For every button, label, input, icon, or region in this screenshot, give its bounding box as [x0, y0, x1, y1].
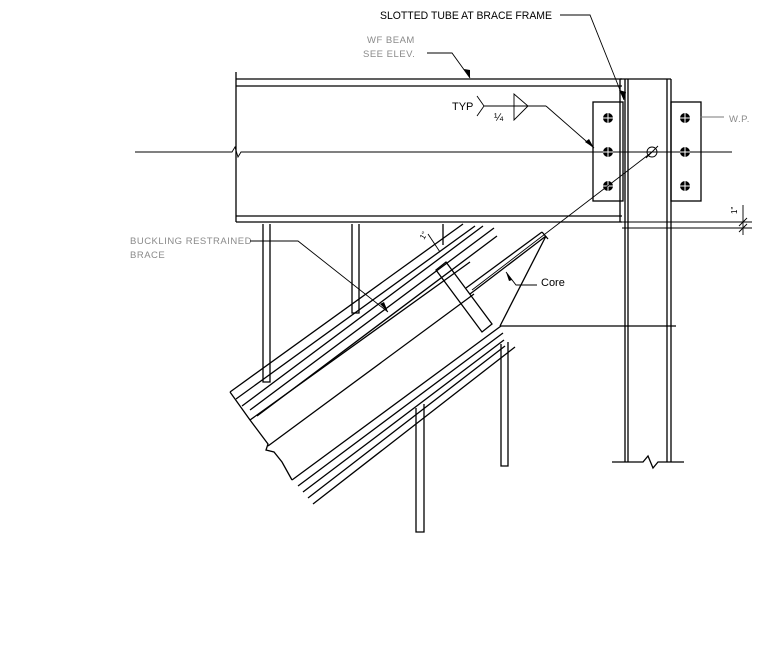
buckling-restrained-brace [229, 223, 547, 505]
bolt [603, 147, 613, 157]
leader-brb [250, 240, 389, 313]
leader-wf-beam [427, 52, 471, 79]
label-weld-size: ¼ [494, 112, 504, 124]
leader-core [505, 271, 537, 286]
label-wf-beam-1: WF BEAM [367, 35, 415, 46]
leader-slotted-tube [560, 14, 625, 101]
beam-centerline [135, 145, 732, 159]
label-typ: TYP [452, 101, 473, 113]
dimension-top: 1" [418, 230, 441, 253]
label-core: Core [541, 277, 565, 289]
bolt-plate-right [670, 101, 702, 202]
wf-beam [235, 72, 622, 223]
dim-label-top: 1" [418, 230, 430, 241]
weld-symbol [476, 95, 485, 117]
stiffeners [262, 224, 509, 533]
brace-centerline [471, 151, 653, 291]
label-wf-beam-2: SEE ELEV. [363, 49, 415, 60]
bolt [603, 113, 613, 123]
dimension-right: 1" [622, 205, 752, 235]
bolt [680, 181, 690, 191]
dim-label-right: 1" [730, 207, 739, 214]
bolt [680, 113, 690, 123]
bolt [680, 147, 690, 157]
label-wp: W.P. [729, 114, 750, 125]
label-brb-1: BUCKLING RESTRAINED [130, 236, 252, 247]
label-brb-2: BRACE [130, 250, 165, 261]
label-slotted-tube: SLOTTED TUBE AT BRACE FRAME [380, 10, 552, 22]
bolt-plate-left [592, 101, 624, 202]
gusset-plate [499, 231, 676, 327]
